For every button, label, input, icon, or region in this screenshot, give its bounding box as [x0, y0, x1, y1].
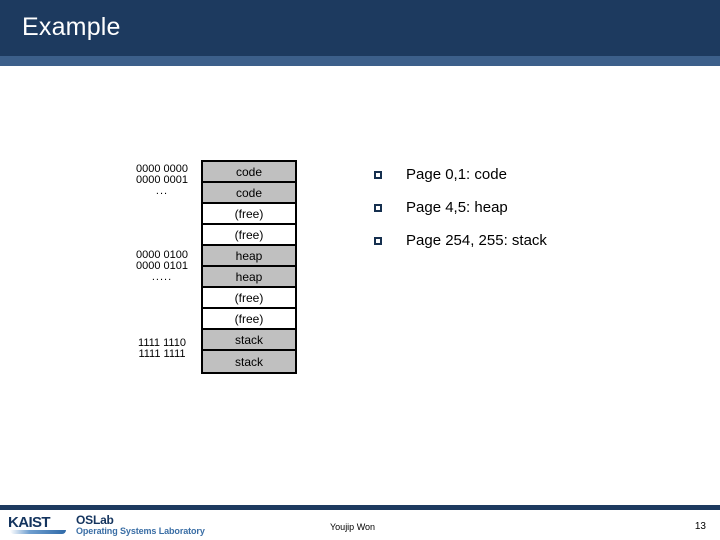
memory-row: stack [203, 351, 295, 372]
list-item-label: Page 254, 255: stack [406, 232, 547, 249]
list-item-label: Page 0,1: code [406, 166, 507, 183]
memory-row: (free) [203, 309, 295, 330]
memory-row-label: (free) [234, 311, 264, 326]
list-item: Page 4,5: heap [374, 199, 547, 232]
footer-author: Youjip Won [330, 522, 376, 532]
memory-row-label: heap [235, 269, 263, 284]
oslab-name: OSLab [76, 513, 114, 527]
memory-row-label: code [235, 164, 263, 179]
header-accent-bar [0, 56, 720, 66]
list-item-label: Page 4,5: heap [406, 199, 508, 216]
oslab-logo: OSLab Operating Systems Laboratory [76, 514, 205, 536]
memory-row-label: (free) [234, 206, 264, 221]
memory-row: heap [203, 267, 295, 288]
address-label: 0000 0000 [136, 163, 188, 175]
address-ellipsis: ... [155, 185, 169, 198]
memory-row: (free) [203, 204, 295, 225]
kaist-wordmark: KAIST [8, 514, 51, 531]
footer-page-number: 13 [694, 521, 706, 532]
list-item: Page 0,1: code [374, 166, 547, 199]
memory-row-label: (free) [234, 290, 264, 305]
address-label: 0000 0100 [136, 249, 188, 261]
memory-row-label: stack [234, 354, 263, 369]
memory-page-table: code code (free) (free) heap heap (free) (free)… [201, 160, 297, 374]
memory-row-label: (free) [234, 227, 264, 242]
memory-row: code [203, 162, 295, 183]
memory-row-label: code [235, 185, 263, 200]
kaist-logo: KAIST [8, 514, 70, 534]
address-label: 1111 1110 [138, 337, 186, 349]
kaist-swoosh-icon [10, 530, 66, 534]
square-bullet-icon [374, 171, 382, 179]
memory-row: (free) [203, 225, 295, 246]
slide-header: Example [0, 0, 720, 56]
footer-logo: KAIST OSLab Operating Systems Laboratory [8, 514, 205, 536]
memory-row-label: heap [235, 248, 263, 263]
memory-row: code [203, 183, 295, 204]
address-ellipsis: ..... [151, 271, 173, 284]
page-title: Example [22, 13, 121, 41]
memory-row: heap [203, 246, 295, 267]
address-label: 0000 0101 [136, 260, 188, 273]
memory-row: stack [203, 330, 295, 351]
footer-divider [0, 505, 720, 510]
memory-row-label: stack [234, 332, 263, 347]
square-bullet-icon [374, 204, 382, 212]
oslab-subtitle: Operating Systems Laboratory [76, 525, 205, 536]
memory-row: (free) [203, 288, 295, 309]
square-bullet-icon [374, 237, 382, 245]
address-label: 0000 0001 [136, 174, 188, 187]
list-item: Page 254, 255: stack [374, 232, 547, 265]
address-label: 1111 1111 [138, 348, 186, 361]
